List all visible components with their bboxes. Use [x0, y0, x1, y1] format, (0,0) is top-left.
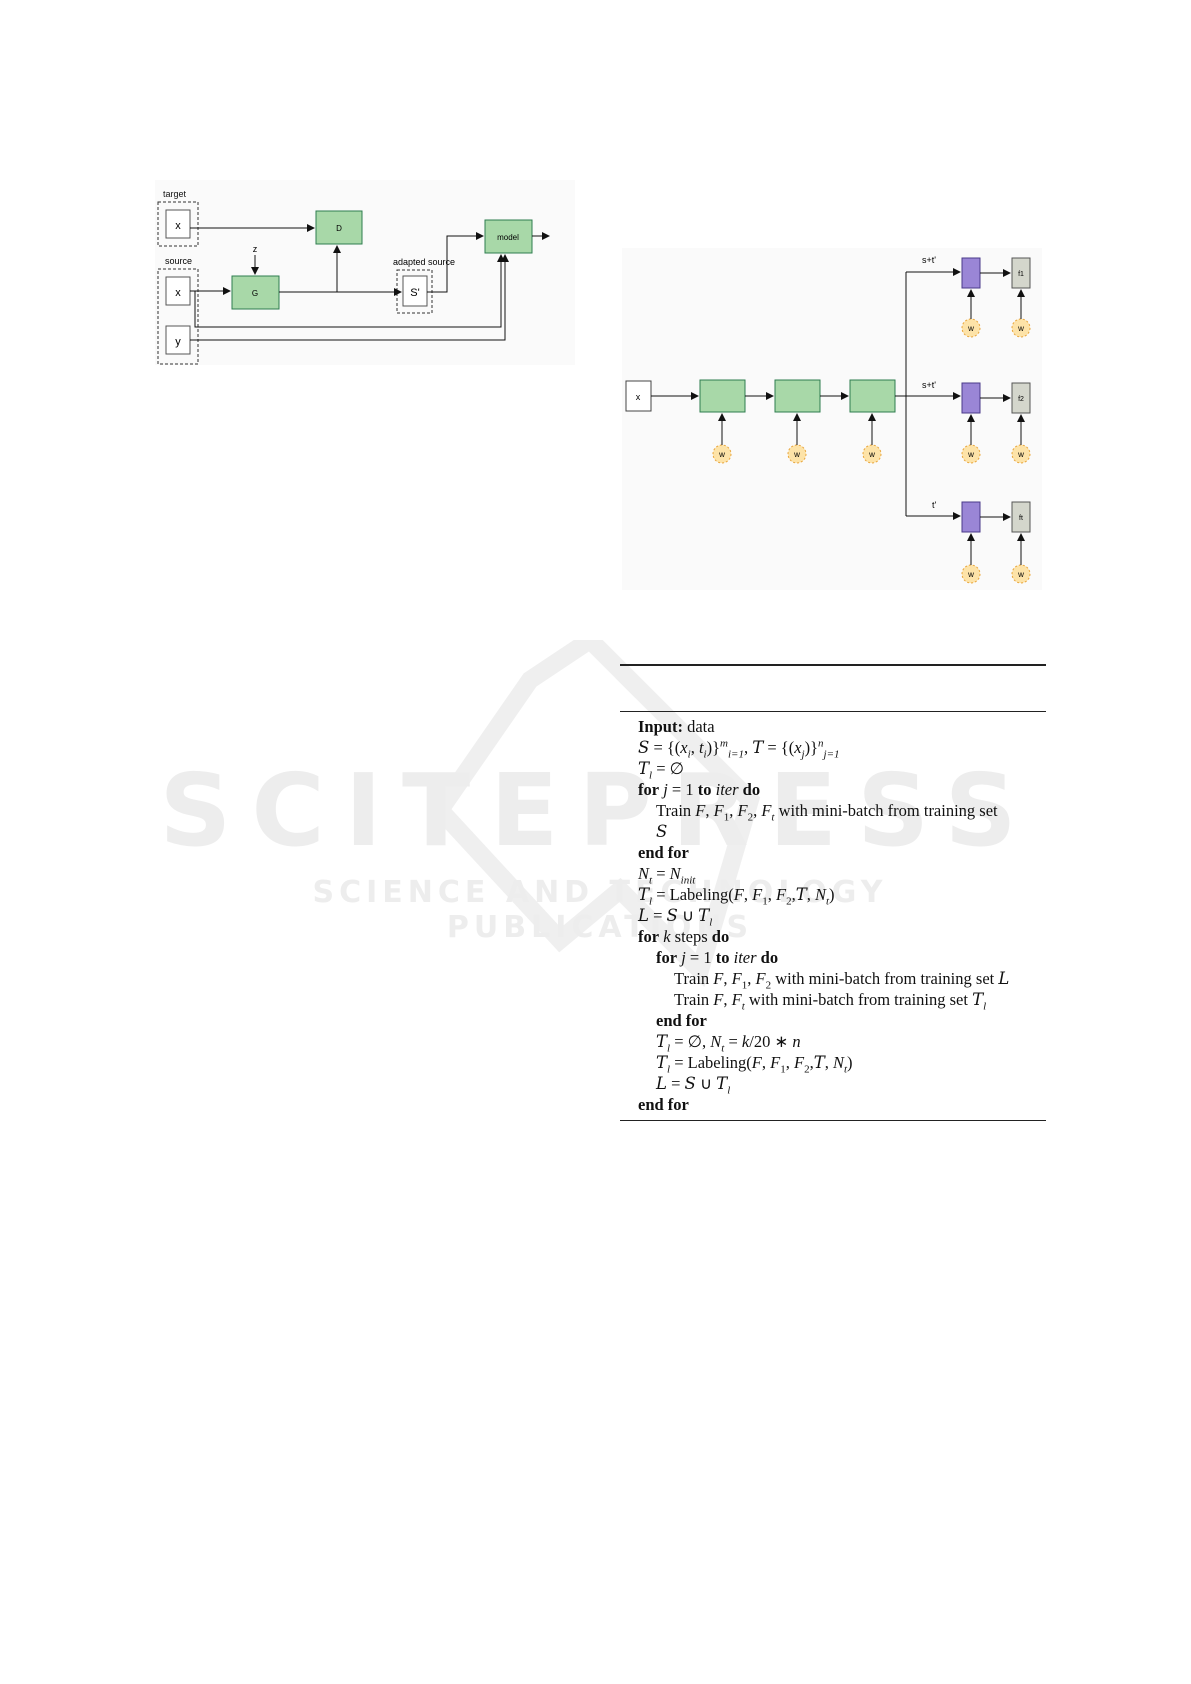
algo-line-endfor2: end for	[656, 1011, 707, 1030]
input-x-label: x	[636, 392, 641, 402]
model-label: model	[497, 233, 519, 242]
source-label: source	[165, 256, 192, 266]
branch2-layer	[961, 382, 981, 414]
shared-layer-3	[849, 379, 896, 413]
shared-layer-1	[699, 379, 746, 413]
output-ft-box	[1011, 501, 1031, 533]
shared-layer-2	[774, 379, 821, 413]
algorithm-header-rule	[620, 711, 1046, 712]
algo-line-train3: Train F, Ft with mini-batch from trainin…	[674, 990, 987, 1013]
target-group-frame	[157, 201, 199, 247]
algo-line-train2: Train F, F1, F2 with mini-batch from tra…	[674, 969, 1010, 992]
branch-weight: w	[1011, 414, 1031, 464]
generator-box	[231, 275, 280, 310]
source-x-label: x	[175, 287, 181, 299]
algo-line-for1: for j = 1 to iter do	[638, 780, 761, 799]
algorithm-top-rule	[620, 664, 1046, 666]
weight-label: w	[1017, 570, 1024, 579]
algo-line-tl-init: Tl = ∅	[638, 759, 685, 782]
z-label: z	[253, 244, 258, 254]
algo-line-endfor3: end for	[638, 1095, 689, 1114]
algo-line-for-k: for k steps do	[638, 927, 730, 946]
input-value: data	[687, 717, 715, 736]
branch2-label: s+t'	[922, 380, 936, 390]
algo-line-reset: Tl = ∅, Nt = k/20 ∗ n	[656, 1032, 801, 1055]
branch3-label: t'	[932, 500, 937, 510]
algo-line-union1: L = S ∪ Tl	[638, 906, 713, 929]
output-f2-box	[1011, 382, 1031, 414]
algo-line-union2: L = S ∪ Tl	[656, 1074, 731, 1097]
source-y-label: y	[175, 336, 181, 348]
weight-label: w	[967, 324, 974, 333]
s-to-model-arrow	[427, 232, 484, 293]
target-label: target	[163, 189, 187, 199]
branch-weight: w	[961, 414, 981, 464]
weight-label: w	[718, 450, 725, 459]
algo-line-train1-set: S	[656, 822, 668, 841]
source-group-frame	[157, 268, 199, 365]
branch-weight: w	[961, 289, 981, 338]
branch-weight: w	[1011, 289, 1031, 338]
algo-line-nt: Nt = Ninit	[638, 864, 696, 887]
branch1-layer	[961, 257, 981, 289]
output-ft-label: ft	[1019, 515, 1023, 522]
shared-weight-1: w	[712, 413, 732, 464]
target-x-box	[165, 209, 191, 239]
shared-weight-2: w	[787, 413, 807, 464]
weight-label: w	[1017, 324, 1024, 333]
algo-line-input: Input: data	[638, 716, 715, 737]
generator-label: G	[252, 289, 258, 298]
adapted-box	[402, 275, 428, 307]
figure-network-diagram: x w w w s+t' s+t' t'	[622, 248, 1042, 590]
branch1-label: s+t'	[922, 255, 936, 265]
weight-label: w	[868, 450, 875, 459]
output-f1-box	[1011, 257, 1031, 289]
algorithm-bottom-rule	[620, 1120, 1046, 1121]
algo-line-train1: Train F, F1, F2, Ft with mini-batch from…	[656, 801, 998, 824]
algo-line-for2: for j = 1 to iter do	[656, 948, 779, 967]
adapted-source-label: adapted source	[393, 257, 455, 267]
adapted-label: S'	[410, 287, 419, 299]
weight-label: w	[793, 450, 800, 459]
discriminator-box	[315, 210, 363, 245]
branch-weight: w	[961, 533, 981, 584]
discriminator-label: D	[336, 224, 342, 233]
weight-label: w	[967, 450, 974, 459]
algo-line-sets: S = {(xi, ti)}mi=1, T = {(xj)}nj=1	[638, 737, 840, 761]
figure-gan-diagram: target x source x y D G z adapted source…	[155, 180, 575, 365]
branch-weight: w	[1011, 533, 1031, 584]
algorithm-block: Input: data S = {(xi, ti)}mi=1, T = {(xj…	[620, 664, 1046, 1122]
algo-line-labeling1: Tl = Labeling(F, F1, F2,T, Nt)	[638, 885, 835, 908]
y-to-model-arrow	[190, 254, 509, 341]
weight-label: w	[967, 570, 974, 579]
output-f1-label: f1	[1018, 271, 1024, 278]
branch3-layer	[961, 501, 981, 533]
input-keyword: Input:	[638, 717, 683, 736]
weight-label: w	[1017, 450, 1024, 459]
target-x-label: x	[175, 220, 181, 232]
algo-line-endfor1: end for	[638, 843, 689, 862]
model-box	[484, 219, 533, 254]
algo-line-labeling2: Tl = Labeling(F, F1, F2,T, Nt)	[656, 1053, 853, 1076]
shared-weight-3: w	[862, 413, 882, 464]
output-f2-label: f2	[1018, 396, 1024, 403]
x-to-model-arrow	[194, 254, 505, 328]
